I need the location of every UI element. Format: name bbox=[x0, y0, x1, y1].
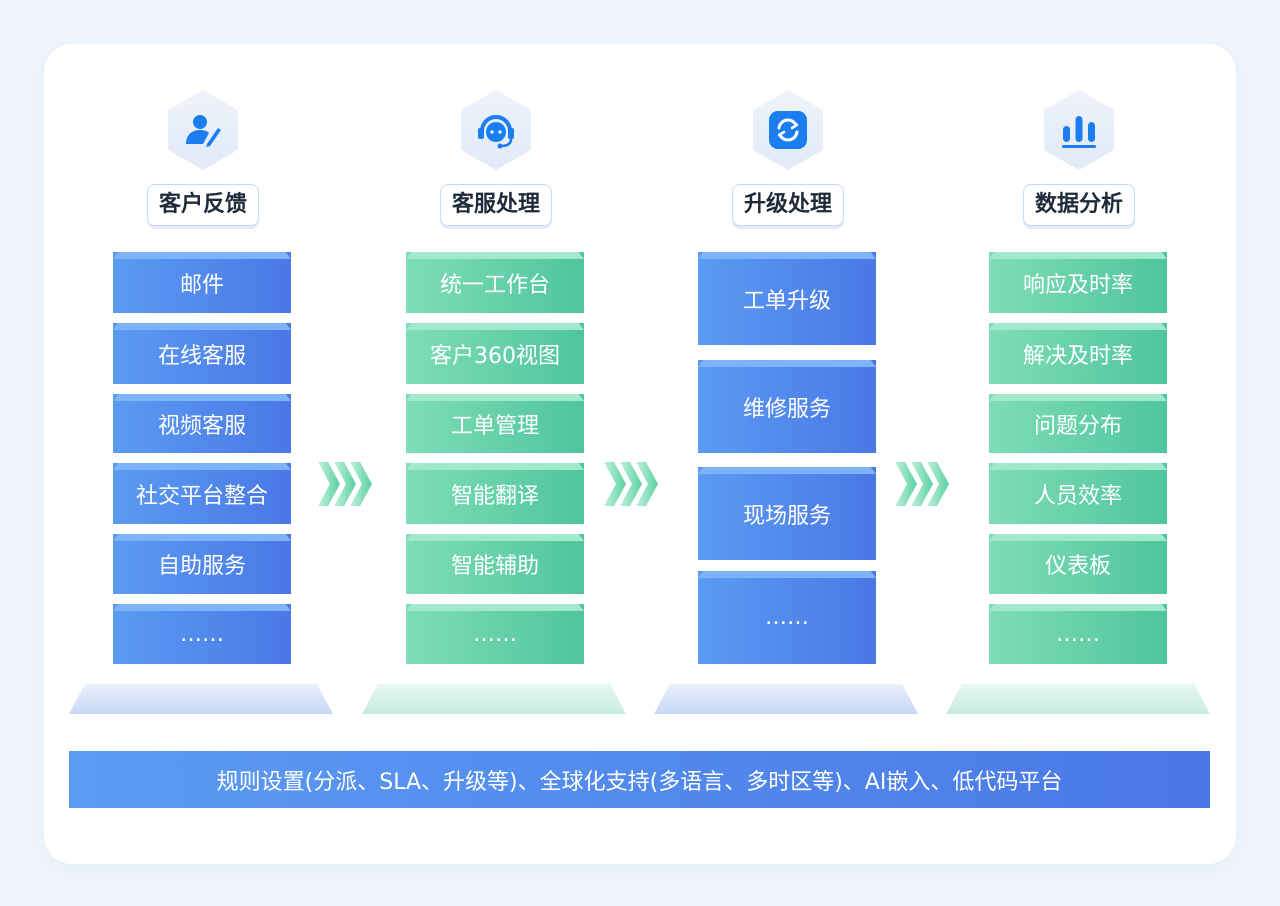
chevron-right-icon bbox=[318, 462, 372, 506]
refresh-icon bbox=[753, 90, 823, 170]
column-title: 升级处理 bbox=[731, 184, 845, 226]
list-item: 客户360视图 bbox=[406, 323, 584, 384]
diagram-card bbox=[44, 44, 1236, 864]
list-item: 视频客服 bbox=[113, 394, 291, 453]
list-item: 在线客服 bbox=[113, 323, 291, 384]
list-item: 人员效率 bbox=[989, 463, 1167, 524]
list-item: 响应及时率 bbox=[989, 252, 1167, 313]
column-title: 客户反馈 bbox=[146, 184, 260, 226]
column-base bbox=[69, 684, 333, 714]
list-item: 维修服务 bbox=[698, 360, 876, 453]
list-item: 现场服务 bbox=[698, 467, 876, 560]
column-base bbox=[362, 684, 626, 714]
column-base bbox=[654, 684, 918, 714]
list-item: 邮件 bbox=[113, 252, 291, 313]
chevron-right-icon bbox=[604, 462, 658, 506]
list-item: 解决及时率 bbox=[989, 323, 1167, 384]
list-item: 仪表板 bbox=[989, 534, 1167, 594]
list-item: 问题分布 bbox=[989, 394, 1167, 453]
list-item: …… bbox=[989, 604, 1167, 664]
list-item: 智能辅助 bbox=[406, 534, 584, 594]
list-item: 智能翻译 bbox=[406, 463, 584, 524]
list-item: 工单管理 bbox=[406, 394, 584, 453]
list-item: 自助服务 bbox=[113, 534, 291, 594]
list-item: …… bbox=[113, 604, 291, 664]
list-item: 社交平台整合 bbox=[113, 463, 291, 524]
list-item: 统一工作台 bbox=[406, 252, 584, 313]
column-title: 数据分析 bbox=[1022, 184, 1136, 226]
platform-capabilities-bar: 规则设置(分派、SLA、升级等)、全球化支持(多语言、多时区等)、AI嵌入、低代… bbox=[69, 751, 1210, 808]
list-item: 工单升级 bbox=[698, 252, 876, 345]
list-item: …… bbox=[698, 571, 876, 664]
column-base bbox=[946, 684, 1210, 714]
list-item: …… bbox=[406, 604, 584, 664]
chevron-right-icon bbox=[895, 462, 949, 506]
column-title: 客服处理 bbox=[439, 184, 553, 226]
